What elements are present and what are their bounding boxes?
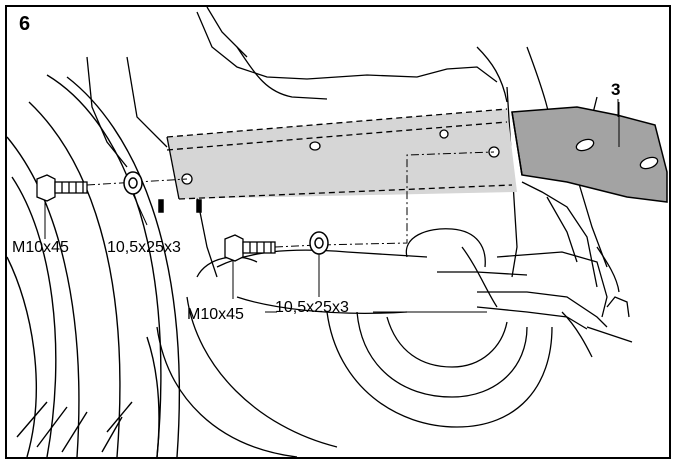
bolt-upper-label: M10x45: [12, 239, 69, 256]
leader-lines: [44, 99, 619, 313]
bolt-lower-label: M10x45: [187, 306, 244, 323]
assembly-diagram: 3 M10x45 10,5x25x3 M10x45 10,5x25x3: [7, 7, 668, 457]
bracket-part-3: [511, 102, 668, 203]
tire: [7, 74, 181, 457]
hub-assembly: [156, 228, 553, 457]
washer-upper: [123, 171, 143, 195]
step-number: 6: [19, 13, 31, 35]
illustration-frame: 6: [5, 5, 671, 459]
part-number-label: 3: [611, 80, 620, 99]
washer-lower: [309, 231, 329, 255]
mounting-plate: [166, 108, 517, 200]
washer-upper-label: 10,5x25x3: [107, 239, 181, 256]
plate-studs: [158, 199, 202, 213]
bolt-lower: [224, 234, 276, 262]
washer-lower-label: 10,5x25x3: [275, 299, 349, 316]
bolt-upper: [36, 174, 88, 202]
frame-structure: [86, 7, 633, 358]
